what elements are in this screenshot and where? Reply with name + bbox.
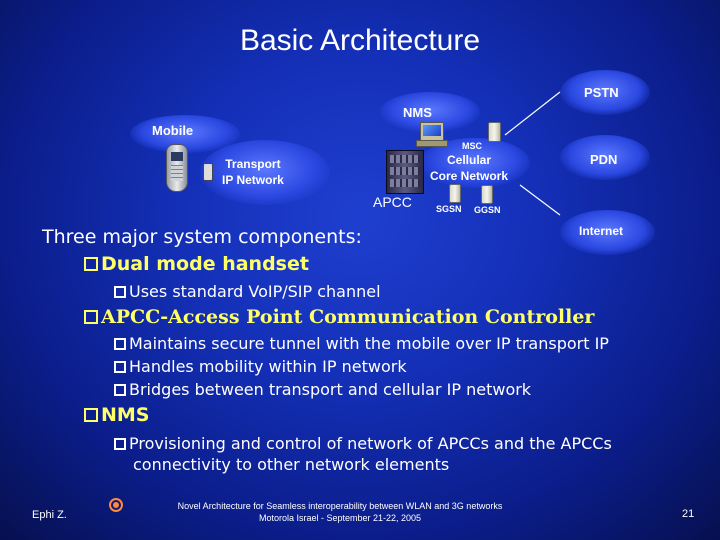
bullet-square-icon <box>114 361 126 373</box>
footer-line2: Motorola Israel - September 21-22, 2005 <box>258 513 422 523</box>
ggsn-label: GGSN <box>474 205 501 215</box>
item-handset-sub1: Uses standard VoIP/SIP channel <box>114 282 381 301</box>
item-nms: NMS <box>84 404 150 426</box>
bullet-square-icon <box>84 408 98 422</box>
cellular-label: Cellular Core Network <box>430 152 508 184</box>
sgsn-label: SGSN <box>436 204 462 214</box>
bullet-square-icon <box>114 286 126 298</box>
intro-text: Three major system components: <box>42 226 362 248</box>
item-nms-sub1-line2: connectivity to other network elements <box>133 455 450 474</box>
nms-workstation-icon <box>420 122 444 142</box>
item-apcc-text: APCC-Access Point Communication Controll… <box>101 306 595 328</box>
item-apcc-sub1: Maintains secure tunnel with the mobile … <box>114 334 609 353</box>
item-handset-sub1-text: Uses standard VoIP/SIP channel <box>129 282 381 301</box>
apcc-label: APCC <box>373 194 412 210</box>
bullet-square-icon <box>114 438 126 450</box>
msc-server-icon <box>488 122 501 142</box>
nms-label: NMS <box>403 105 432 120</box>
internet-cloud <box>560 210 655 255</box>
item-apcc-sub2: Handles mobility within IP network <box>114 357 407 376</box>
item-apcc-sub3: Bridges between transport and cellular I… <box>114 380 531 399</box>
connector-ggsn-internet <box>519 184 561 216</box>
item-nms-sub1-line1: Provisioning and control of network of A… <box>129 434 612 453</box>
item-apcc-sub3-text: Bridges between transport and cellular I… <box>129 380 532 399</box>
pstn-cloud <box>560 70 650 115</box>
bullet-square-icon <box>114 384 126 396</box>
item-handset: Dual mode handset <box>84 253 309 275</box>
item-apcc: APCC-Access Point Communication Controll… <box>84 306 594 328</box>
access-point-icon <box>203 163 213 181</box>
pdn-label: PDN <box>590 152 618 167</box>
msc-label: MSC <box>462 141 482 151</box>
cellular-line2: Core Network <box>430 169 509 183</box>
footer-author: Ephi Z. <box>32 509 67 521</box>
internet-label: Internet <box>579 224 624 238</box>
bullet-square-icon <box>84 310 98 324</box>
bullet-square-icon <box>114 338 126 350</box>
cellular-line1: Cellular <box>447 153 492 167</box>
motorola-logo-icon <box>109 498 123 512</box>
footer-caption: Novel Architecture for Seamless interope… <box>150 500 530 524</box>
architecture-diagram: PSTN NMS Mobile MSC Transport IP Network… <box>0 70 720 255</box>
sgsn-server-icon <box>449 184 461 203</box>
transport-cloud <box>200 140 330 205</box>
ggsn-server-icon <box>481 185 493 204</box>
item-apcc-sub2-text: Handles mobility within IP network <box>129 357 407 376</box>
pdn-cloud <box>560 135 650 180</box>
item-nms-text: NMS <box>101 404 150 426</box>
pstn-label: PSTN <box>584 85 619 100</box>
transport-line1: Transport <box>225 157 281 171</box>
transport-label: Transport IP Network <box>222 156 284 188</box>
footer-line1: Novel Architecture for Seamless interope… <box>177 501 503 511</box>
transport-line2: IP Network <box>222 173 284 187</box>
slide-title: Basic Architecture <box>239 24 481 57</box>
item-handset-text: Dual mode handset <box>101 253 309 275</box>
item-nms-sub1: Provisioning and control of network of A… <box>114 433 612 475</box>
mobile-label: Mobile <box>152 123 194 138</box>
item-apcc-sub1-text: Maintains secure tunnel with the mobile … <box>129 334 609 353</box>
page-number: 21 <box>682 508 695 520</box>
handset-icon <box>166 144 188 192</box>
nms-keyboard-icon <box>416 140 448 147</box>
connector-msc-pstn <box>504 91 561 136</box>
bullet-square-icon <box>84 257 98 271</box>
apcc-rack-icon <box>386 150 424 194</box>
